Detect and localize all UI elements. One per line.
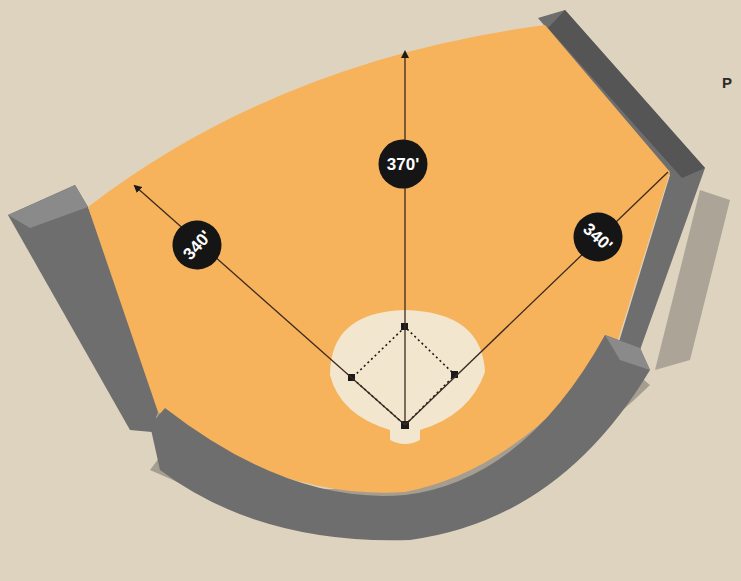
center-field-line bbox=[404, 52, 405, 425]
infield-dirt bbox=[330, 310, 485, 444]
left-field-line bbox=[135, 186, 405, 425]
right-field-line bbox=[405, 172, 668, 425]
dimension-text: 370' bbox=[387, 156, 419, 173]
left-stand-top bbox=[8, 185, 88, 228]
distance-circle: 370' bbox=[378, 139, 428, 189]
page-fragment-text: P bbox=[722, 74, 732, 91]
grandstand-edge bbox=[605, 335, 650, 370]
base-paths bbox=[352, 327, 455, 425]
